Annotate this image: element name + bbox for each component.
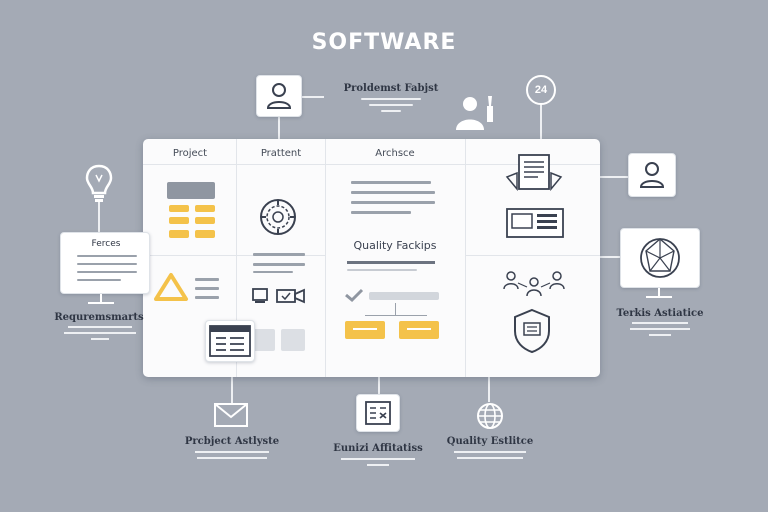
top-user-box[interactable] [256,75,302,117]
project-tile-3 [169,217,189,224]
right-monitor-base [646,296,672,298]
left-card[interactable]: Ferces [60,232,150,294]
left-card-base [88,302,114,304]
calculator-icon [365,401,391,425]
top-user-label: Proldemst Fabjst [343,83,439,94]
warn-line-2 [195,287,219,290]
connector-top-user-label [300,96,324,98]
connector-bottom-1 [231,376,233,404]
globe-icon [477,403,503,429]
prattent-line-1 [253,253,305,256]
shield-icon [514,308,550,354]
form-icon [209,325,251,357]
bottom-1-sublines [188,451,276,459]
flow-stem [395,303,396,315]
project-tile-6 [195,230,215,238]
prattent-line-2 [253,263,305,266]
flow-box-1-line [353,328,377,330]
left-card-line-1 [77,255,137,257]
dashboard-icon [506,208,564,238]
prattent-line-3 [253,271,293,273]
project-tile-5 [169,230,189,238]
warn-line-1 [195,278,219,281]
bottom-2-label: Eunizi Affitatiss [333,443,423,454]
project-tile-4 [195,217,215,224]
flow-box-1 [345,321,385,339]
bottom-3-label: Quality Estlitce [446,436,534,447]
top-user-sublines [356,98,426,112]
connector-top-user [278,116,280,140]
left-card-line-3 [77,271,137,273]
connector-bottom-3 [488,376,490,402]
column-header-archsce: Archsce [375,148,415,159]
gear-brain-icon [260,199,296,235]
quality-title: Quality Fackips [353,239,437,252]
document-icon [505,154,563,192]
right-monitor-sublines [622,322,698,336]
col-divider-2 [325,139,326,377]
project-tile-1 [169,205,189,212]
warning-icon [154,273,188,301]
flow-box-2 [399,321,439,339]
network-icon [503,271,565,297]
connector-bottom-2 [378,376,380,394]
arch-line-2 [351,191,435,194]
user-icon [266,83,292,109]
connector-right-monitor [598,256,620,258]
bottom-1-label: Prcbject Astlyste [184,436,280,447]
globe-network-icon [640,238,680,278]
mail-icon [214,403,248,427]
flow-bar [365,315,427,316]
right-monitor[interactable] [620,228,700,288]
right-user-box[interactable] [628,153,676,197]
lightbulb-icon [85,164,113,202]
person-icon [456,96,493,130]
connector-lightbulb [98,202,100,232]
left-card-line-4 [77,279,121,281]
mid-divider-left [143,255,325,256]
project-tile-2 [195,205,215,212]
col-divider-1 [236,139,237,377]
arch-line-1 [351,181,431,184]
check-bar [369,292,439,300]
project-header-bar [167,182,215,199]
requirements-label: Requremsmarts [54,312,144,323]
form-box[interactable] [205,320,255,362]
column-header-prattent: Prattent [260,148,302,159]
mid-divider-right [465,255,600,256]
bottom-tile-2 [281,329,305,351]
user-icon [639,162,665,188]
requirements-sublines [60,326,140,340]
video-icon [276,288,305,304]
left-card-stand [100,294,102,302]
right-monitor-stand [658,288,660,296]
check-icon [345,288,364,303]
monitor-small-icon [252,288,268,303]
connector-right-user [598,176,628,178]
flow-box-2-line [407,328,431,330]
right-monitor-label: Terkis Astiatice [616,308,704,319]
col-divider-3 [465,139,466,377]
connector-badge [540,104,542,140]
bottom-3-sublines [448,451,532,459]
arch-line-3 [351,201,435,204]
warn-line-3 [195,296,219,299]
left-card-label: Ferces [91,239,121,249]
column-header-project: Project [172,148,208,159]
bottom-2-box[interactable] [356,394,400,432]
quality-line [347,269,417,271]
bottom-2-sublines [334,458,422,466]
count-badge: 24 [526,75,556,105]
quality-underline [347,261,435,264]
page-title: SOFTWARE [311,30,457,55]
header-divider [143,164,600,165]
arch-line-4 [351,211,411,214]
left-card-line-2 [77,263,137,265]
bottom-tile-1 [251,329,275,351]
